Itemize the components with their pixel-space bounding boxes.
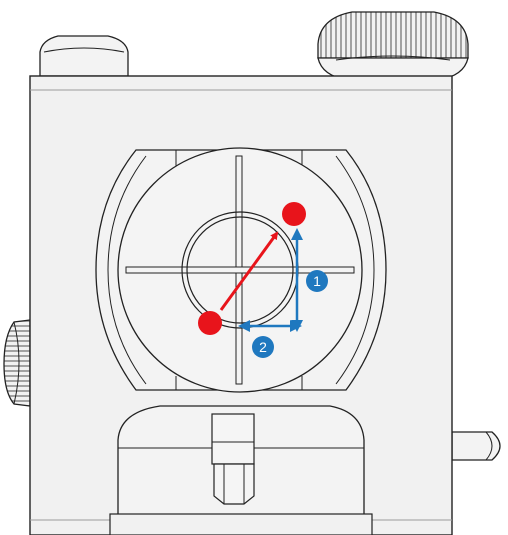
reticle-plate xyxy=(118,148,362,392)
left-knurled-knob xyxy=(4,320,30,406)
top-left-knob xyxy=(40,36,128,76)
callout-badge-1-label: 1 xyxy=(313,273,321,289)
callout-badge-2: 2 xyxy=(252,336,274,358)
callout-badge-1: 1 xyxy=(306,270,328,292)
start-point-dot-icon xyxy=(198,311,222,335)
top-right-knurled-knob xyxy=(318,12,468,80)
right-post xyxy=(452,432,500,460)
hex-bolt xyxy=(212,414,254,504)
callout-badge-2-label: 2 xyxy=(259,339,267,355)
target-point-dot-icon xyxy=(282,202,306,226)
